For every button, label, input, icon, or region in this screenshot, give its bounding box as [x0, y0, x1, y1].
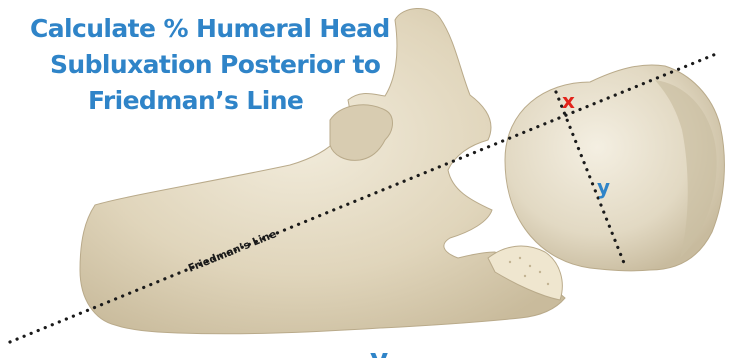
- title-line-2: Subluxation Posterior to: [50, 50, 380, 79]
- x-segment-label: x: [562, 89, 575, 113]
- y-segment-label: y: [597, 175, 610, 199]
- title-line-1: Calculate % Humeral Head: [30, 14, 390, 43]
- title-line-3: Friedman’s Line: [88, 86, 303, 115]
- formula-fragment-label: y: [370, 342, 388, 358]
